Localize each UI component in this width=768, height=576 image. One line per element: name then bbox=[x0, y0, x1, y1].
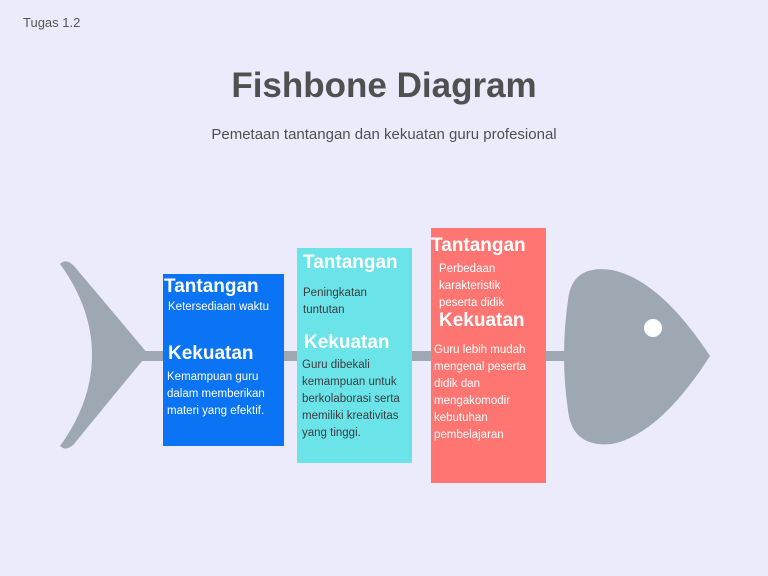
strength-heading: Kekuatan bbox=[304, 332, 390, 353]
challenge-text: Peningkatan tuntutan bbox=[303, 287, 367, 316]
strength-heading: Kekuatan bbox=[168, 343, 254, 364]
fish-eye bbox=[644, 319, 662, 337]
page-title: Fishbone Diagram bbox=[231, 66, 537, 105]
strength-text: Kemampuan guru dalam memberikan materi y… bbox=[167, 371, 265, 417]
fish-head bbox=[564, 269, 710, 445]
strength-text: Guru dibekali kemampuan untuk berkolabor… bbox=[302, 359, 400, 439]
fishbone-box-3: Tantangan Perbedaan karakteristik pesert… bbox=[431, 228, 546, 483]
challenge-heading: Tantangan bbox=[164, 276, 259, 297]
challenge-text: Perbedaan karakteristik peserta didik bbox=[439, 263, 505, 309]
challenge-heading: Tantangan bbox=[303, 252, 398, 273]
fishbone-box-2: Tantangan Peningkatan tuntutan Kekuatan … bbox=[297, 248, 412, 463]
challenge-text: Ketersediaan waktu bbox=[168, 301, 270, 313]
strength-heading: Kekuatan bbox=[439, 310, 525, 331]
fishbone-box-1: Tantangan Ketersediaan waktu Kekuatan Ke… bbox=[163, 274, 284, 446]
fish-tail bbox=[60, 261, 148, 449]
page-subtitle: Pemetaan tantangan dan kekuatan guru pro… bbox=[211, 126, 557, 143]
task-label: Tugas 1.2 bbox=[23, 15, 81, 30]
strength-text: Guru lebih mudah mengenal peserta didik … bbox=[434, 344, 527, 441]
challenge-heading: Tantangan bbox=[431, 235, 526, 256]
